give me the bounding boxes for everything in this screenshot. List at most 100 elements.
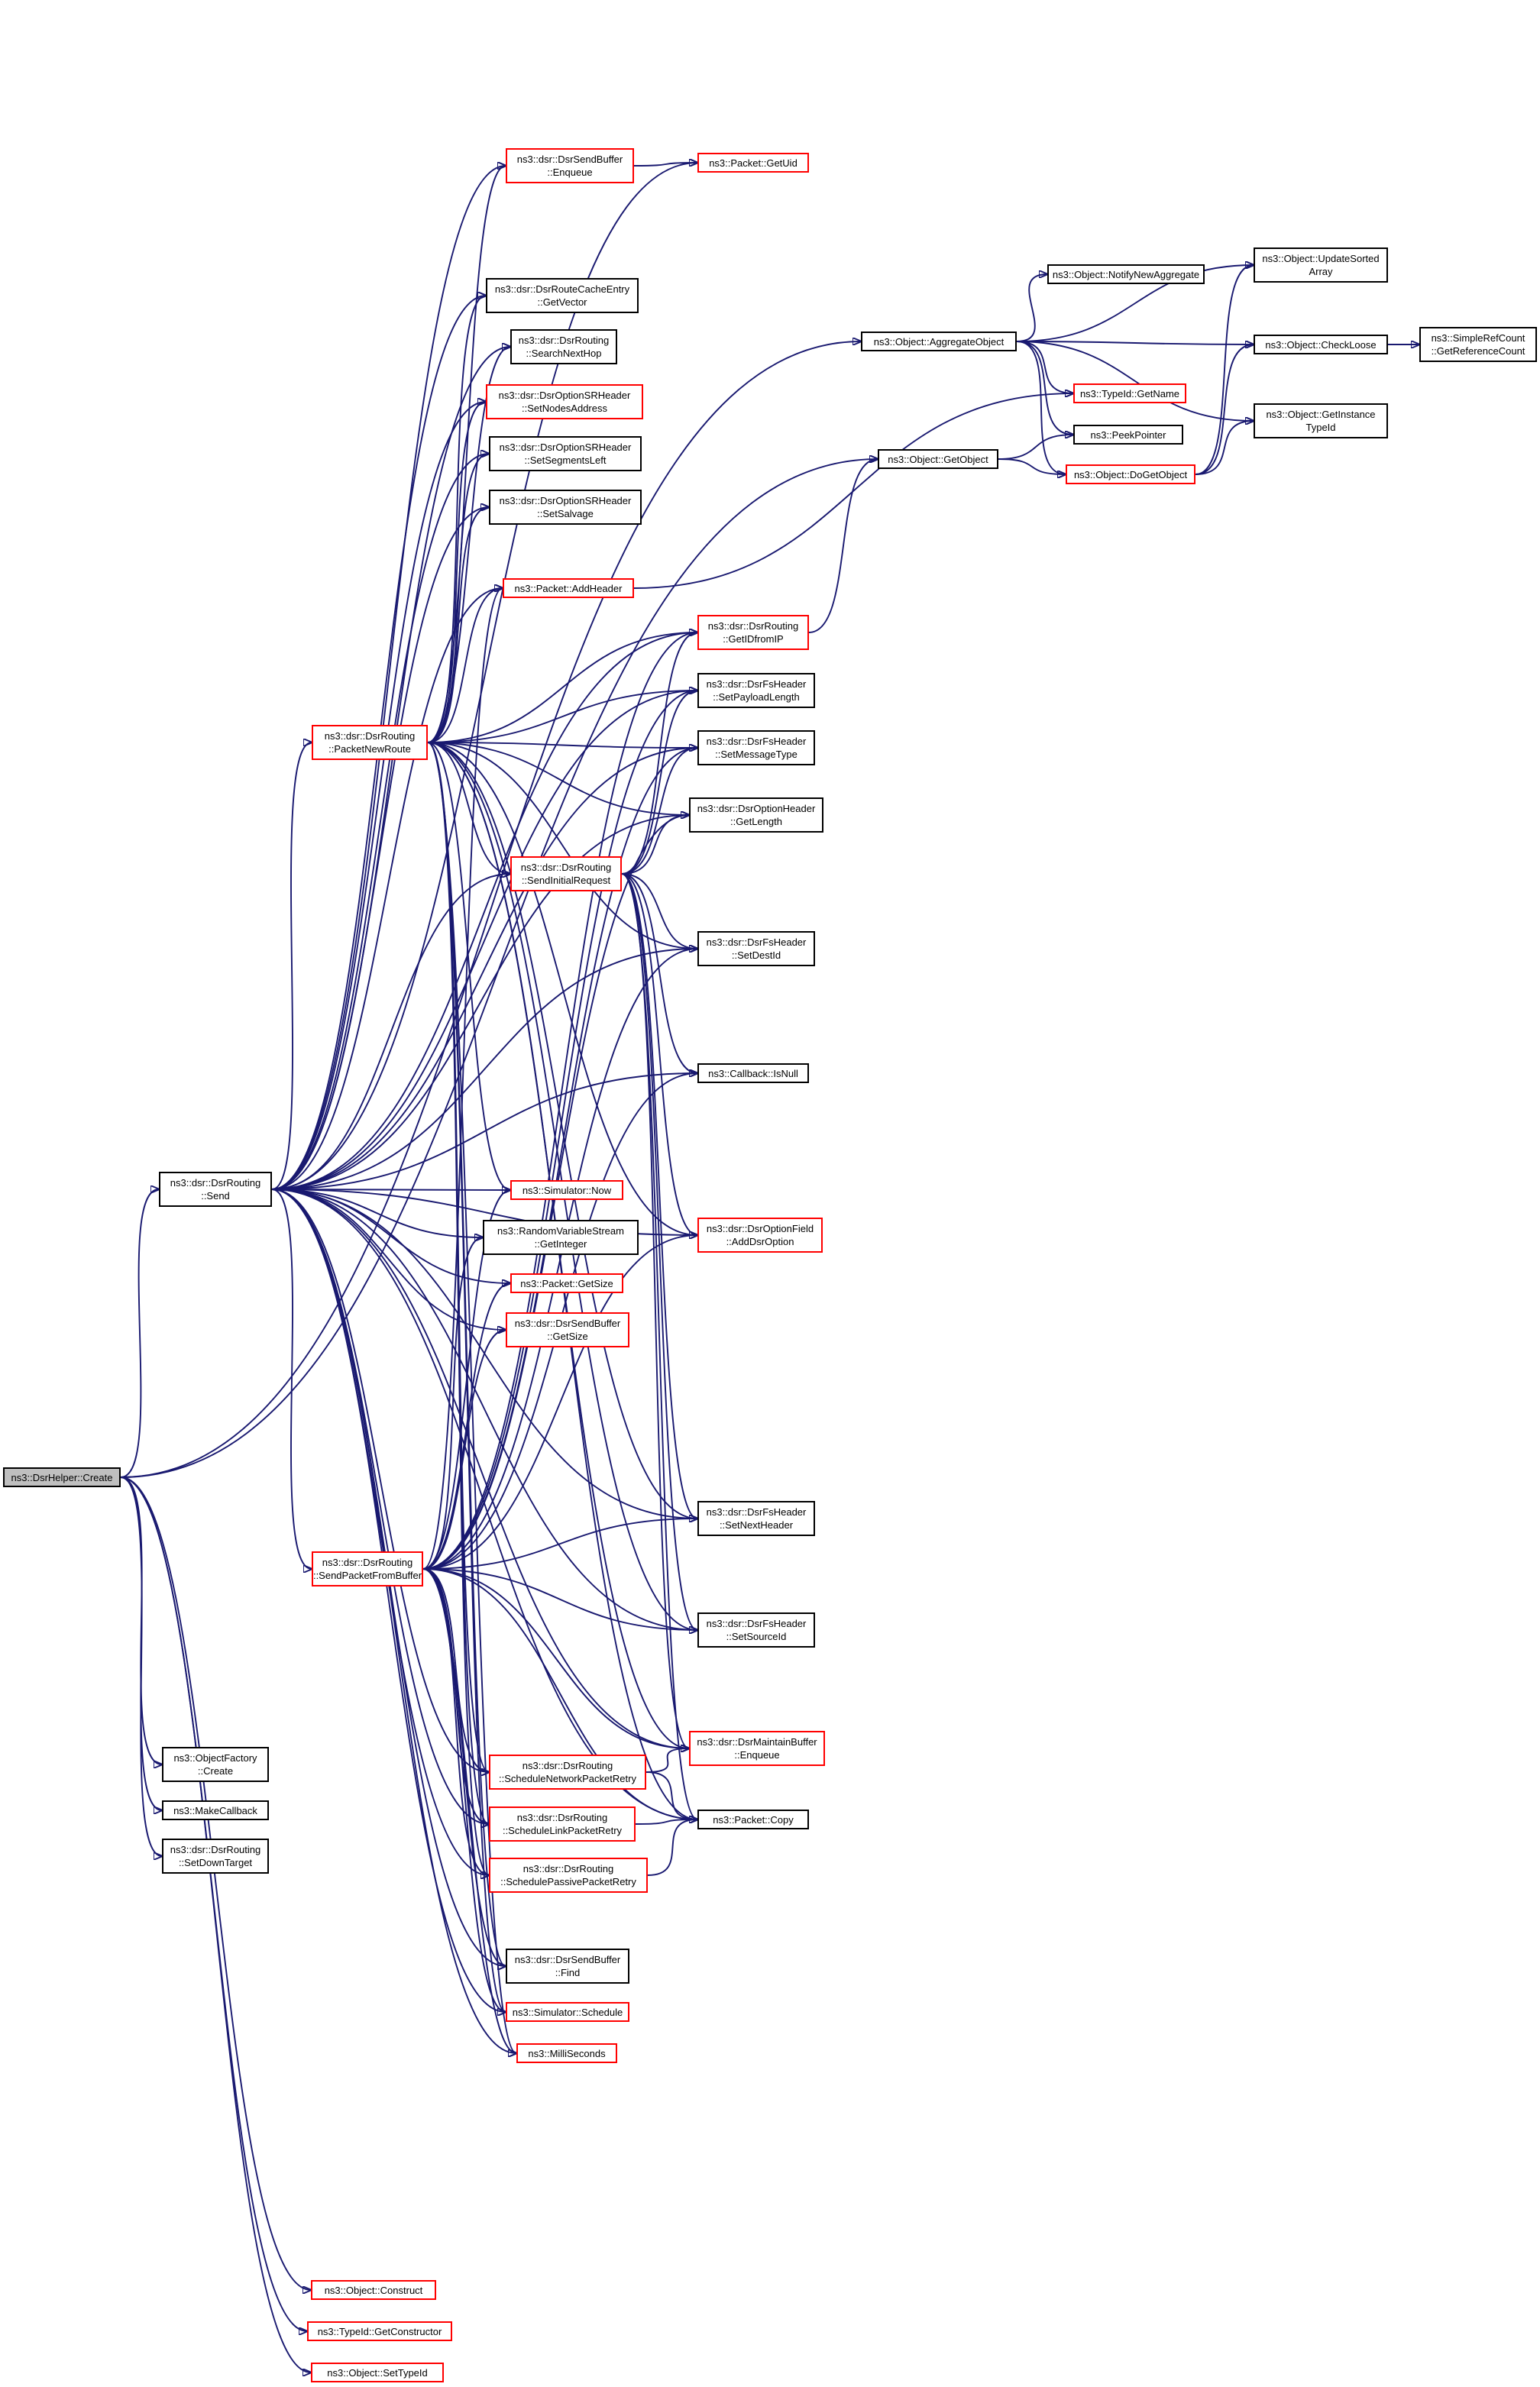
node-sendpacketfrombuffer[interactable]: ns3::dsr::DsrRouting::SendPacketFromBuff…: [312, 1551, 423, 1586]
node-sendinitialrequest[interactable]: ns3::dsr::DsrRouting::SendInitialRequest: [510, 856, 622, 891]
node-addheader[interactable]: ns3::Packet::AddHeader: [503, 578, 634, 598]
node-construct[interactable]: ns3::Object::Construct: [311, 2280, 436, 2300]
edge-send-to-searchnexthop: [271, 347, 510, 1190]
node-label: ns3::dsr::DsrFsHeader: [706, 1506, 807, 1518]
node-schedlink[interactable]: ns3::dsr::DsrRouting::ScheduleLinkPacket…: [489, 1806, 636, 1842]
node-setnextheader[interactable]: ns3::dsr::DsrFsHeader::SetNextHeader: [697, 1501, 815, 1536]
node-getconstructor[interactable]: ns3::TypeId::GetConstructor: [307, 2321, 452, 2341]
node-setsourceid[interactable]: ns3::dsr::DsrFsHeader::SetSourceId: [697, 1612, 815, 1648]
node-simschedule[interactable]: ns3::Simulator::Schedule: [506, 2002, 629, 2022]
node-getuid[interactable]: ns3::Packet::GetUid: [697, 153, 809, 173]
edge-sendpacketfrombuffer-to-milliseconds: [422, 1568, 516, 2053]
edge-create-to-aggregateobject: [120, 341, 861, 1478]
node-getinteger[interactable]: ns3::RandomVariableStream::GetInteger: [483, 1220, 639, 1255]
node-setpayloadlength[interactable]: ns3::dsr::DsrFsHeader::SetPayloadLength: [697, 673, 815, 708]
node-packetnewroute[interactable]: ns3::dsr::DsrRouting::PacketNewRoute: [312, 725, 428, 760]
node-sendbufferfind[interactable]: ns3::dsr::DsrSendBuffer::Find: [506, 1949, 629, 1984]
node-setsegmentsleft[interactable]: ns3::dsr::DsrOptionSRHeader::SetSegments…: [489, 436, 642, 471]
node-label: ::SetNextHeader: [719, 1519, 794, 1531]
node-sendbufferenqueue[interactable]: ns3::dsr::DsrSendBuffer::Enqueue: [506, 148, 634, 183]
node-label: ::SetNodesAddress: [521, 403, 607, 414]
node-label: ns3::ObjectFactory: [173, 1752, 257, 1764]
node-label: ns3::Packet::AddHeader: [514, 582, 623, 594]
node-label: ns3::Packet::Copy: [713, 1813, 794, 1826]
node-schednetwork[interactable]: ns3::dsr::DsrRouting::ScheduleNetworkPac…: [489, 1755, 646, 1790]
node-label: ns3::dsr::DsrOptionHeader: [697, 803, 816, 814]
node-label: ns3::dsr::DsrRouting: [522, 1760, 613, 1771]
node-dogetobject[interactable]: ns3::Object::DoGetObject: [1066, 464, 1195, 484]
node-adddsroption[interactable]: ns3::dsr::DsrOptionField::AddDsrOption: [697, 1218, 823, 1253]
node-simnow[interactable]: ns3::Simulator::Now: [510, 1180, 623, 1200]
node-label: ns3::dsr::DsrSendBuffer: [514, 1318, 621, 1329]
node-getvector[interactable]: ns3::dsr::DsrRouteCacheEntry::GetVector: [486, 278, 639, 313]
edge-packetnewroute-to-getvector: [427, 296, 486, 743]
edge-create-to-send: [120, 1189, 159, 1478]
node-label: ns3::Object::UpdateSorted: [1262, 253, 1380, 264]
node-makecallback[interactable]: ns3::MakeCallback: [162, 1800, 269, 1820]
node-typeidgetname[interactable]: ns3::TypeId::GetName: [1073, 383, 1186, 403]
node-isnull[interactable]: ns3::Callback::IsNull: [697, 1063, 809, 1083]
node-settypeid[interactable]: ns3::Object::SetTypeId: [311, 2363, 444, 2382]
node-label: ns3::dsr::DsrRouting: [707, 620, 799, 632]
edge-send-to-packetcopy: [271, 1189, 697, 1819]
node-getidfromip[interactable]: ns3::dsr::DsrRouting::GetIDfromIP: [697, 615, 809, 650]
node-milliseconds[interactable]: ns3::MilliSeconds: [516, 2043, 617, 2063]
edge-sendpacketfrombuffer-to-getidfromip: [422, 632, 697, 1570]
edge-packetnewroute-to-simnow: [427, 742, 510, 1190]
node-notifynewaggregate[interactable]: ns3::Object::NotifyNewAggregate: [1047, 264, 1205, 284]
edge-packetnewroute-to-setnextheader: [427, 742, 697, 1519]
node-setsalvage[interactable]: ns3::dsr::DsrOptionSRHeader::SetSalvage: [489, 490, 642, 525]
edge-packetnewroute-to-setpayloadlength: [427, 691, 697, 743]
node-optionheadergetlength[interactable]: ns3::dsr::DsrOptionHeader::GetLength: [689, 797, 823, 833]
node-sendbuffergetsize[interactable]: ns3::dsr::DsrSendBuffer::GetSize: [506, 1312, 629, 1347]
node-packetgetsize[interactable]: ns3::Packet::GetSize: [510, 1273, 623, 1293]
node-label: ::GetLength: [730, 816, 782, 827]
node-label: ns3::Object::DoGetObject: [1073, 468, 1188, 480]
node-schedpassive[interactable]: ns3::dsr::DsrRouting::SchedulePassivePac…: [489, 1858, 648, 1893]
node-label: ns3::Simulator::Schedule: [512, 2006, 623, 2018]
node-getobject[interactable]: ns3::Object::GetObject: [878, 449, 998, 469]
node-getreferencecount[interactable]: ns3::SimpleRefCount::GetReferenceCount: [1419, 327, 1537, 362]
node-packetcopy[interactable]: ns3::Packet::Copy: [697, 1810, 809, 1829]
edge-sendpacketfrombuffer-to-addheader: [422, 588, 503, 1570]
node-aggregateobject[interactable]: ns3::Object::AggregateObject: [861, 332, 1017, 351]
node-label: ns3::Object::GetInstance: [1266, 409, 1376, 420]
node-label: ns3::MilliSeconds: [528, 2047, 606, 2059]
node-label: ::PacketNewRoute: [328, 743, 411, 755]
node-label: ns3::Object::Construct: [324, 2284, 423, 2296]
node-label: ::Enqueue: [547, 167, 593, 178]
edge-send-to-sendbufferenqueue: [271, 166, 506, 1190]
node-label: Array: [1309, 266, 1333, 277]
node-setmessagetype[interactable]: ns3::dsr::DsrFsHeader::SetMessageType: [697, 730, 815, 765]
node-peekpointer[interactable]: ns3::PeekPointer: [1073, 425, 1183, 445]
edge-sendinitialrequest-to-setsourceid: [621, 873, 697, 1630]
node-label: ::SetSalvage: [537, 508, 594, 519]
node-checkloose[interactable]: ns3::Object::CheckLoose: [1254, 335, 1388, 354]
edge-sendinitialrequest-to-adddsroption: [621, 873, 697, 1235]
node-searchnexthop[interactable]: ns3::dsr::DsrRouting::SearchNextHop: [510, 329, 617, 364]
node-setnodesaddress[interactable]: ns3::dsr::DsrOptionSRHeader::SetNodesAdd…: [486, 384, 643, 419]
node-create[interactable]: ns3::DsrHelper::Create: [3, 1467, 121, 1487]
edge-send-to-setsalvage: [271, 507, 489, 1190]
edge-aggregateobject-to-typeidgetname: [1016, 341, 1073, 393]
node-label: ns3::dsr::DsrSendBuffer: [516, 154, 623, 165]
node-label: ::SetPayloadLength: [713, 691, 800, 703]
node-label: ns3::dsr::DsrRouting: [324, 730, 416, 742]
node-setdestid[interactable]: ns3::dsr::DsrFsHeader::SetDestId: [697, 931, 815, 966]
node-maintainenqueue[interactable]: ns3::dsr::DsrMaintainBuffer::Enqueue: [689, 1731, 825, 1766]
node-objectfactory[interactable]: ns3::ObjectFactory::Create: [162, 1747, 269, 1782]
node-label: ns3::Simulator::Now: [522, 1184, 612, 1196]
node-label: ns3::dsr::DsrOptionSRHeader: [499, 495, 632, 506]
edge-getobject-to-dogetobject: [998, 458, 1066, 474]
node-setdowntarget[interactable]: ns3::dsr::DsrRouting::SetDownTarget: [162, 1839, 269, 1874]
edge-dogetobject-to-updatesortedarray: [1195, 265, 1254, 475]
edge-send-to-getuid: [271, 163, 697, 1190]
node-send[interactable]: ns3::dsr::DsrRouting::Send: [159, 1172, 272, 1207]
edge-schednetwork-to-maintainenqueue: [645, 1748, 689, 1773]
edge-aggregateobject-to-dogetobject: [1016, 341, 1066, 474]
node-label: ns3::dsr::DsrRouting: [170, 1177, 261, 1189]
edge-create-to-setdowntarget: [120, 1477, 162, 1856]
